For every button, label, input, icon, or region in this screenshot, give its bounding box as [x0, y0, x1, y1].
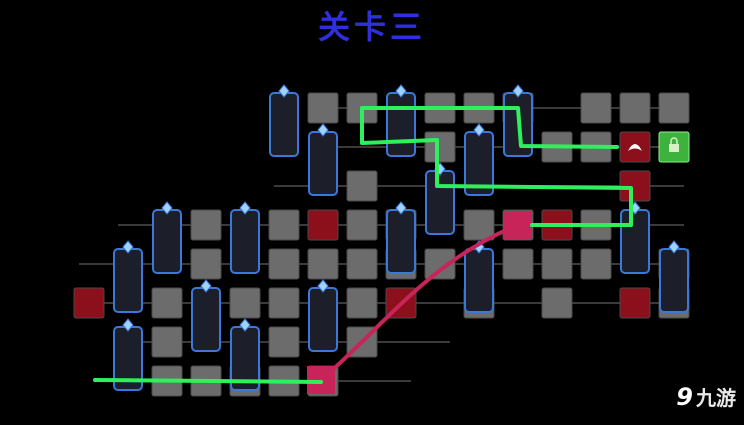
- diamond-marker-icon: [395, 84, 407, 98]
- green-route-line: [360, 106, 633, 227]
- diamond-marker-icon: [473, 123, 485, 137]
- floor-tile: [190, 248, 222, 280]
- watermark-text: 九游: [696, 386, 736, 410]
- floor-tile: [541, 287, 573, 319]
- unit-slot: [425, 170, 455, 235]
- unit-slot: [152, 209, 182, 274]
- floor-tile: [658, 92, 690, 124]
- floor-tile: [346, 287, 378, 319]
- unit-slot: [464, 248, 494, 313]
- watermark: 9 九游: [676, 382, 736, 411]
- danger-tile: [307, 209, 339, 241]
- diamond-marker-icon: [239, 201, 251, 215]
- unit-slot: [191, 287, 221, 352]
- diamond-marker-icon: [161, 201, 173, 215]
- danger-tile: [619, 287, 651, 319]
- unit-slot: [386, 209, 416, 274]
- diamond-marker-icon: [278, 84, 290, 98]
- unit-slot: [308, 131, 338, 196]
- floor-tile: [424, 248, 456, 280]
- floor-tile: [190, 209, 222, 241]
- floor-tile: [619, 92, 651, 124]
- floor-tile: [151, 326, 183, 358]
- floor-tile: [229, 287, 261, 319]
- floor-tile: [268, 287, 300, 319]
- level-title: 关卡三: [317, 8, 426, 46]
- floor-tile: [502, 248, 534, 280]
- danger-tile: [73, 287, 105, 319]
- diamond-marker-icon: [200, 279, 212, 293]
- floor-tile: [424, 131, 456, 163]
- floor-tile: [541, 248, 573, 280]
- watermark-logo: 9: [676, 382, 693, 411]
- unit-slot: [386, 92, 416, 157]
- diamond-marker-icon: [395, 201, 407, 215]
- lock-icon: [669, 144, 679, 152]
- floor-tile: [463, 209, 495, 241]
- spirit-icon: [628, 144, 642, 151]
- unit-slot: [269, 92, 299, 157]
- diamond-marker-icon: [122, 240, 134, 254]
- diamond-marker-icon: [317, 279, 329, 293]
- floor-tile: [307, 92, 339, 124]
- floor-tile: [307, 248, 339, 280]
- unit-slot: [659, 248, 689, 313]
- diamond-marker-icon: [668, 240, 680, 254]
- diamond-marker-icon: [122, 318, 134, 332]
- unit-slot: [230, 209, 260, 274]
- green-route-line: [93, 378, 323, 384]
- floor-tile: [268, 209, 300, 241]
- pink-route-line: [319, 223, 519, 382]
- floor-tile: [346, 248, 378, 280]
- unit-slot: [308, 287, 338, 352]
- diamond-marker-icon: [512, 84, 524, 98]
- floor-tile: [346, 209, 378, 241]
- floor-tile: [346, 170, 378, 202]
- diamond-marker-icon: [317, 123, 329, 137]
- diamond-marker-icon: [239, 318, 251, 332]
- floor-tile: [268, 248, 300, 280]
- unit-slot: [113, 248, 143, 313]
- lock-shackle-icon: [670, 137, 678, 144]
- unit-slot: [620, 209, 650, 274]
- floor-tile: [580, 248, 612, 280]
- floor-tile: [580, 92, 612, 124]
- floor-tile: [151, 287, 183, 319]
- floor-tile: [268, 326, 300, 358]
